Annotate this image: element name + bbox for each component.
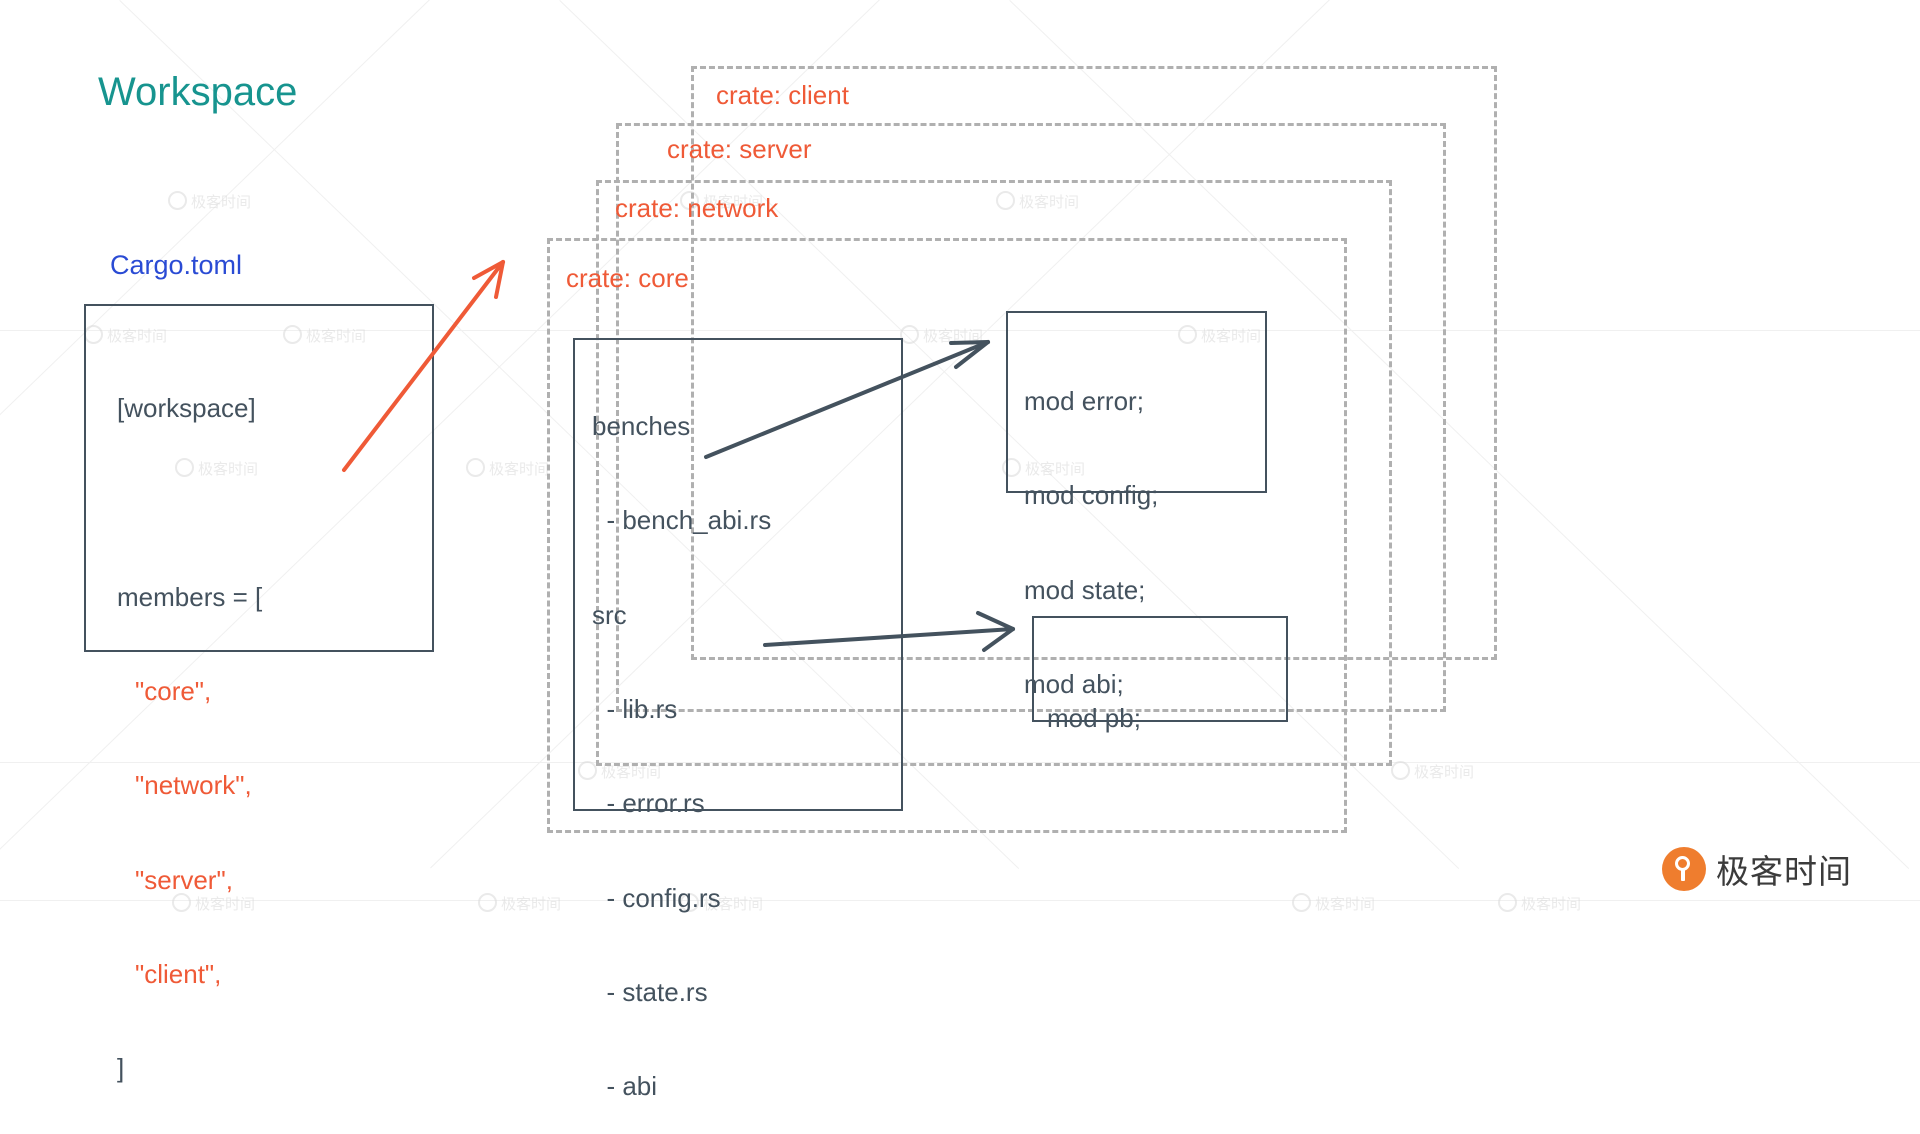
geekbang-logo: 极客时间 — [1662, 845, 1852, 893]
watermark-text: 极客时间 — [501, 895, 562, 913]
file-tree-line: src — [592, 599, 627, 630]
cargo-section: [workspace] — [117, 392, 256, 423]
file-tree-line: - error.rs — [592, 788, 705, 819]
watermark-text: 极客时间 — [191, 193, 252, 211]
mod-abi-line: mod pb; — [1047, 702, 1141, 733]
geekbang-badge-icon — [1662, 847, 1706, 891]
watermark-badge-icon — [466, 458, 485, 477]
file-tree-line: - config.rs — [592, 882, 721, 913]
watermark: 极客时间 — [466, 455, 549, 479]
watermark-text: 极客时间 — [1414, 763, 1475, 781]
watermark-badge-icon — [1391, 761, 1410, 780]
crate-label-core: crate: core — [566, 263, 689, 293]
mod-lib-line: mod error; — [1024, 385, 1144, 416]
file-tree-line: - abi — [592, 1071, 658, 1102]
mod-lib-line: mod state; — [1024, 574, 1146, 605]
watermark: 极客时间 — [1292, 890, 1375, 914]
watermark: 极客时间 — [1498, 890, 1581, 914]
cargo-member-server: "server", — [135, 864, 233, 895]
file-tree-line: - state.rs — [592, 977, 708, 1008]
crate-label-server: crate: server — [667, 134, 812, 164]
file-tree-line: benches — [592, 410, 691, 441]
mod-abi-content: mod pb; — [1047, 640, 1277, 797]
mod-lib-line: mod config; — [1024, 480, 1159, 511]
cargo-members-open: members = [ — [117, 581, 263, 612]
watermark-text: 极客时间 — [1521, 895, 1582, 913]
watermark-text: 极客时间 — [1315, 895, 1376, 913]
cargo-members-close: ] — [117, 1053, 125, 1084]
cargo-toml-label: Cargo.toml — [110, 250, 243, 280]
file-tree-line: - bench_abi.rs — [592, 505, 772, 536]
geekbang-logo-text: 极客时间 — [1716, 852, 1852, 891]
file-tree-line: - lib.rs — [592, 693, 678, 724]
watermark-badge-icon — [1292, 893, 1311, 912]
watermark: 极客时间 — [478, 890, 561, 914]
cargo-member-core: "core", — [135, 675, 212, 706]
cargo-blank — [117, 487, 417, 518]
page-title: Workspace — [98, 70, 298, 114]
cargo-member-network: "network", — [135, 770, 252, 801]
file-tree-content: benches - bench_abi.rs src - lib.rs - er… — [592, 348, 892, 1134]
watermark-badge-icon — [1498, 893, 1517, 912]
watermark: 极客时间 — [1391, 758, 1474, 782]
crate-label-network: crate: network — [615, 193, 779, 223]
watermark-badge-icon — [168, 191, 187, 210]
watermark-text: 极客时间 — [489, 460, 550, 478]
crate-label-client: crate: client — [716, 80, 849, 110]
cargo-toml-content: [workspace] members = [ "core", "network… — [117, 330, 417, 1134]
watermark-badge-icon — [478, 893, 497, 912]
cargo-member-client: "client", — [135, 959, 222, 990]
watermark: 极客时间 — [168, 188, 251, 212]
